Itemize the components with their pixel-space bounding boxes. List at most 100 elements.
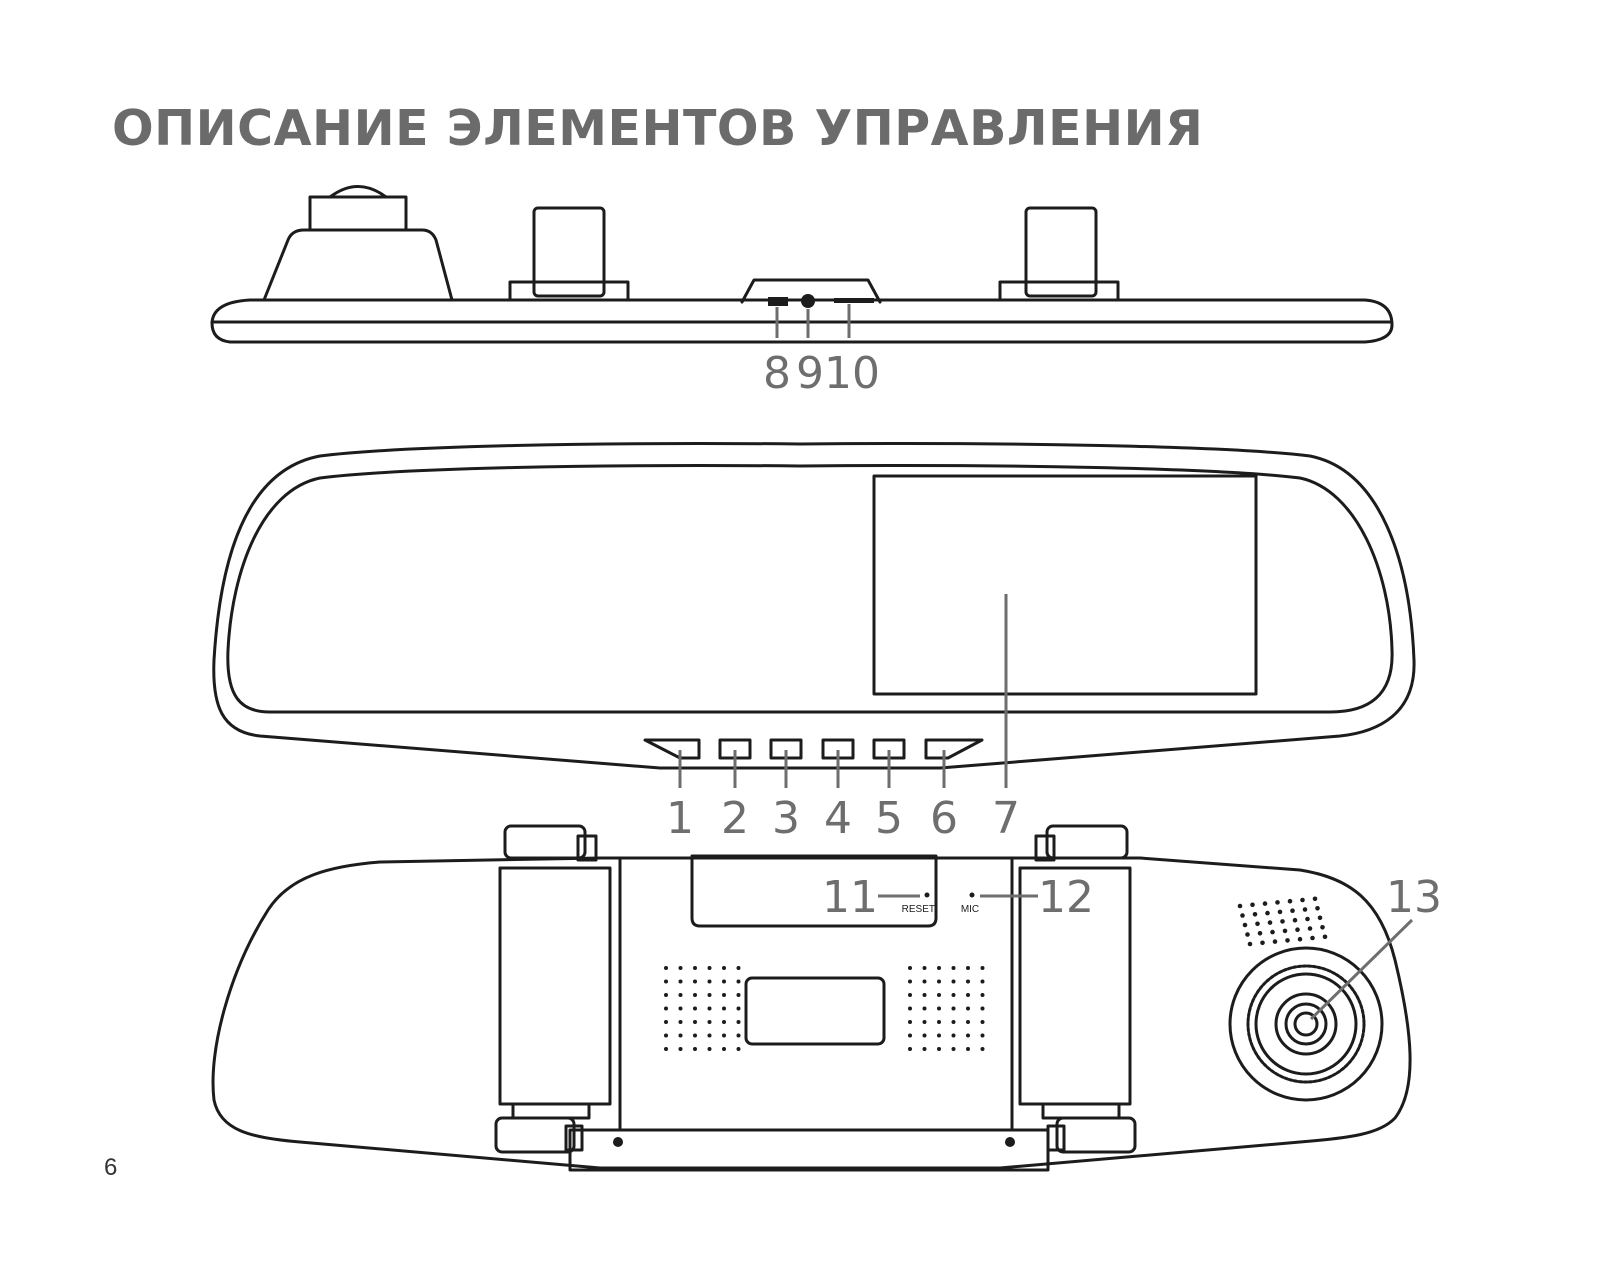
- grille-dot: [922, 1033, 927, 1038]
- grille-dot: [1240, 913, 1245, 918]
- grille-dot: [678, 993, 683, 997]
- grille-dot: [908, 966, 912, 970]
- callout-5: 5: [875, 793, 903, 844]
- grille-dot: [966, 1006, 970, 1011]
- grille-dot: [736, 993, 741, 997]
- button-1: [643, 738, 701, 760]
- grille-dot: [1270, 929, 1275, 935]
- grille-dot: [908, 979, 912, 984]
- grille-dot: [664, 1047, 668, 1051]
- grille-dot: [951, 993, 956, 997]
- grille-dot: [736, 1047, 741, 1051]
- grille-dot: [951, 966, 956, 970]
- grille-dot: [1262, 901, 1268, 906]
- callout-3: 3: [772, 793, 800, 844]
- callout-1: 1: [666, 793, 694, 844]
- grille-dot: [980, 1006, 985, 1011]
- grille-dot: [966, 993, 970, 997]
- grille-dot: [722, 966, 726, 970]
- grille-dot: [1277, 909, 1283, 915]
- grille-dot: [1307, 926, 1313, 931]
- grille-dot: [707, 966, 712, 970]
- grille-dot: [1272, 939, 1278, 944]
- grille-dot: [693, 979, 697, 984]
- grille-dot: [736, 979, 741, 984]
- grille-dot: [980, 966, 985, 970]
- grille-dot: [937, 979, 941, 984]
- grille-dot: [1242, 922, 1248, 928]
- grille-dot: [1312, 896, 1318, 902]
- grille-dot: [980, 993, 985, 997]
- grille-dot: [707, 1033, 712, 1038]
- grille-dot: [966, 979, 970, 984]
- grille-dot: [722, 993, 726, 997]
- grille-dot: [937, 1047, 941, 1051]
- grille-dot: [966, 966, 970, 970]
- grille-dot: [966, 1020, 970, 1024]
- grille-dot: [707, 1006, 712, 1011]
- grille-dot: [1317, 915, 1323, 921]
- grille-dot: [678, 1047, 683, 1051]
- speaker-grille-camera: [1237, 896, 1328, 947]
- grille-dot: [1305, 916, 1310, 922]
- reset-label: RESET: [902, 904, 935, 915]
- callout-6: 6: [930, 793, 958, 844]
- grille-dot: [722, 979, 726, 984]
- grille-dot: [1245, 932, 1250, 937]
- grille-dot: [1290, 908, 1295, 913]
- grille-dot: [937, 966, 941, 970]
- callout-12: 12: [1038, 872, 1094, 923]
- grille-dot: [937, 1033, 941, 1038]
- grille-dot: [980, 979, 985, 984]
- grille-dot: [937, 993, 941, 997]
- grille-dot: [664, 1033, 668, 1038]
- grille-dot: [1287, 898, 1293, 904]
- back-view: RESET MIC 11 12 13: [211, 824, 1442, 1172]
- grille-dot: [1302, 907, 1308, 912]
- grille-dot: [1295, 927, 1300, 932]
- callout-4: 4: [824, 793, 852, 844]
- grille-dot: [693, 1006, 697, 1011]
- grille-dot: [664, 993, 668, 997]
- grille-dot: [966, 1033, 970, 1038]
- grille-dot: [980, 1020, 985, 1024]
- reset-hole-icon: [924, 892, 930, 898]
- grille-dot: [937, 1020, 941, 1024]
- grille-dot: [678, 966, 683, 970]
- grille-dot: [951, 1020, 956, 1024]
- grille-dot: [664, 1020, 668, 1024]
- grille-dot: [1260, 940, 1265, 946]
- grille-dot: [693, 1047, 697, 1051]
- grille-dot: [1255, 921, 1260, 927]
- grille-dot: [736, 1033, 741, 1038]
- usb-port-icon: [768, 297, 788, 306]
- grille-dot: [1300, 897, 1305, 903]
- grille-dot: [722, 1006, 726, 1011]
- mic-label: MIC: [961, 904, 979, 915]
- grille-dot: [1252, 912, 1258, 917]
- grille-dot: [922, 1020, 927, 1024]
- grille-dot: [707, 1020, 712, 1024]
- page-number: 6: [104, 1154, 118, 1181]
- grille-dot: [1285, 938, 1290, 943]
- grille-dot: [980, 1047, 985, 1051]
- grille-dot: [678, 979, 683, 984]
- grille-dot: [1265, 910, 1270, 916]
- front-view: 1 2 3 4 5 6 7: [212, 442, 1416, 844]
- grille-dot: [678, 1006, 683, 1011]
- callout-2: 2: [721, 793, 749, 844]
- screen: [872, 474, 1258, 696]
- grille-dot: [908, 1047, 912, 1051]
- grille-dot: [1257, 931, 1263, 936]
- grille-dot: [908, 1033, 912, 1038]
- grille-dot: [664, 966, 668, 970]
- grille-dot: [736, 1006, 741, 1011]
- grille-dot: [951, 1006, 956, 1011]
- grille-dot: [1315, 906, 1320, 911]
- grille-dot: [908, 1020, 912, 1024]
- grille-dot: [1267, 920, 1273, 925]
- grille-dot: [1250, 902, 1255, 908]
- grille-dot: [937, 1006, 941, 1011]
